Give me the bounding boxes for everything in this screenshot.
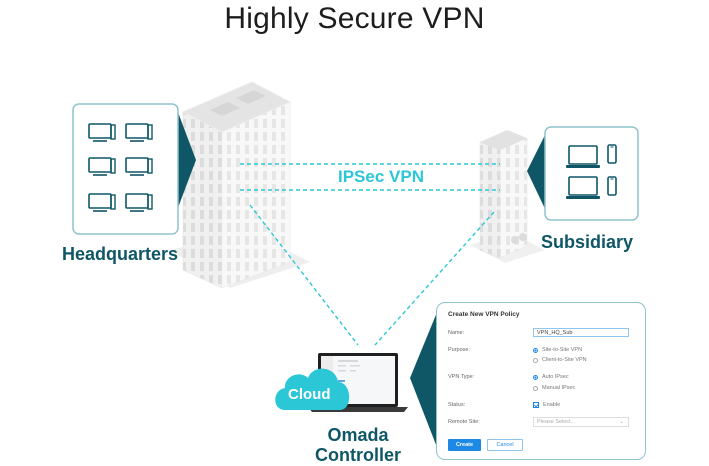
radio-unselected-icon[interactable]	[533, 357, 538, 363]
vpn-type-option-label: Manual IPsec	[542, 385, 576, 391]
remote-site-placeholder: Please Select...	[537, 419, 576, 425]
vpn-policy-dialog: Create New VPN Policy Name: Purpose: Sit…	[436, 302, 646, 460]
subsidiary-building-icon	[470, 130, 545, 263]
cancel-button[interactable]: Cancel	[487, 439, 523, 451]
phone-icon	[607, 176, 617, 196]
vpn-type-label: VPN Type:	[448, 374, 475, 380]
omada-controller-label: Omada Controller	[300, 425, 416, 465]
create-button[interactable]: Create	[448, 439, 481, 451]
page-title: Highly Secure VPN	[224, 2, 485, 35]
subsidiary-devices	[566, 144, 617, 199]
cloud-label: Cloud	[288, 386, 331, 403]
subsidiary-device-panel	[527, 126, 639, 221]
desktop-icon	[88, 123, 116, 142]
desktop-icon	[125, 123, 153, 142]
status-enable-checkbox[interactable]: Enable	[533, 402, 560, 408]
controller-label-line2: Controller	[314, 445, 401, 465]
purpose-option-label: Client-to-Site VPN	[542, 357, 587, 363]
chevron-down-icon: ⌄	[619, 419, 624, 425]
vpn-type-option-label: Auto IPsec	[542, 374, 569, 380]
vpn-type-option-manual[interactable]: Manual IPsec	[533, 385, 575, 391]
cloud-icon	[275, 368, 350, 410]
desktop-icon	[88, 193, 116, 212]
remote-site-label: Remote Site:	[448, 419, 480, 425]
hq-controller-link	[249, 204, 359, 346]
radio-unselected-icon[interactable]	[533, 385, 538, 391]
desktop-icon	[125, 157, 153, 176]
controller-label-line1: Omada	[327, 425, 389, 445]
desktop-icon	[125, 193, 153, 212]
ipsec-vpn-label: IPSec VPN	[338, 167, 424, 186]
headquarters-devices	[88, 123, 153, 212]
remote-site-select[interactable]: Please Select... ⌄	[533, 417, 629, 427]
dialog-title: Create New VPN Policy	[448, 311, 520, 318]
dialog-pointer	[410, 305, 440, 455]
headquarters-building-icon	[170, 81, 310, 289]
purpose-option-site-to-site[interactable]: Site-to-Site VPN	[533, 347, 582, 353]
purpose-option-client-to-site[interactable]: Client-to-Site VPN	[533, 357, 587, 363]
phone-icon	[607, 144, 617, 164]
name-input[interactable]	[533, 328, 629, 337]
subsidiary-label: Subsidiary	[541, 232, 634, 252]
status-checkbox-label: Enable	[543, 402, 561, 408]
purpose-label: Purpose:	[448, 347, 471, 353]
desktop-icon	[88, 157, 116, 176]
laptop-icon	[566, 176, 600, 199]
purpose-option-label: Site-to-Site VPN	[542, 347, 583, 353]
headquarters-label: Headquarters	[62, 244, 179, 264]
checkbox-checked-icon[interactable]	[533, 402, 539, 408]
name-label: Name:	[448, 330, 465, 336]
laptop-icon	[566, 145, 600, 168]
status-label: Status:	[448, 402, 466, 408]
radio-selected-icon[interactable]	[533, 347, 538, 353]
subsidiary-controller-link	[374, 211, 495, 346]
radio-selected-icon[interactable]	[533, 374, 538, 380]
vpn-type-option-auto[interactable]: Auto IPsec	[533, 374, 569, 380]
